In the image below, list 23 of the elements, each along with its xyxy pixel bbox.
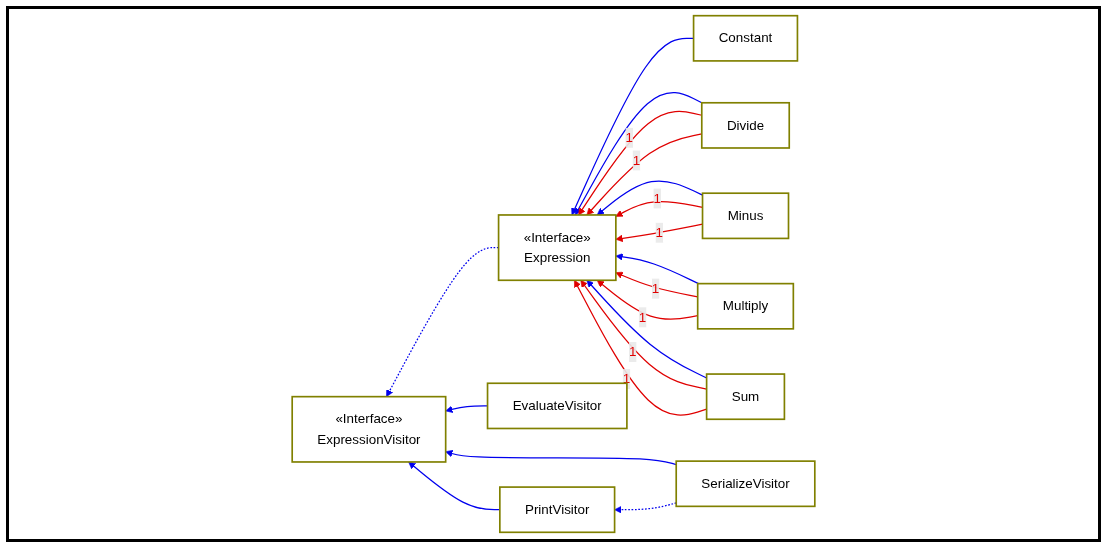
arrow bbox=[586, 133, 703, 216]
node-box: SerializeVisitor bbox=[675, 460, 816, 508]
node-box: Sum bbox=[705, 373, 786, 421]
node-box: «Interface» Expression bbox=[497, 214, 617, 282]
node-box: «Interface» ExpressionVisitor bbox=[291, 395, 447, 463]
edge-label: 1 bbox=[632, 152, 641, 168]
node-box: PrintVisitor bbox=[499, 486, 616, 534]
node-box: Constant bbox=[692, 14, 799, 62]
edge-label: 1 bbox=[653, 190, 661, 206]
node-box: Divide bbox=[700, 101, 791, 149]
node-box: Minus bbox=[701, 192, 790, 240]
node-box: EvaluateVisitor bbox=[486, 382, 628, 430]
arrow bbox=[574, 92, 703, 216]
edge-label: 1 bbox=[651, 281, 660, 296]
arrow bbox=[615, 253, 700, 285]
edge-label: 1 bbox=[628, 344, 637, 359]
arrow bbox=[578, 110, 703, 216]
edge-label: 1 bbox=[655, 225, 664, 240]
edge-label: 1 bbox=[625, 130, 633, 145]
edge-label: 1 bbox=[622, 371, 631, 386]
node-box: Multiply bbox=[696, 282, 795, 330]
edge-label: 1 bbox=[638, 309, 647, 325]
arrow bbox=[445, 450, 677, 466]
